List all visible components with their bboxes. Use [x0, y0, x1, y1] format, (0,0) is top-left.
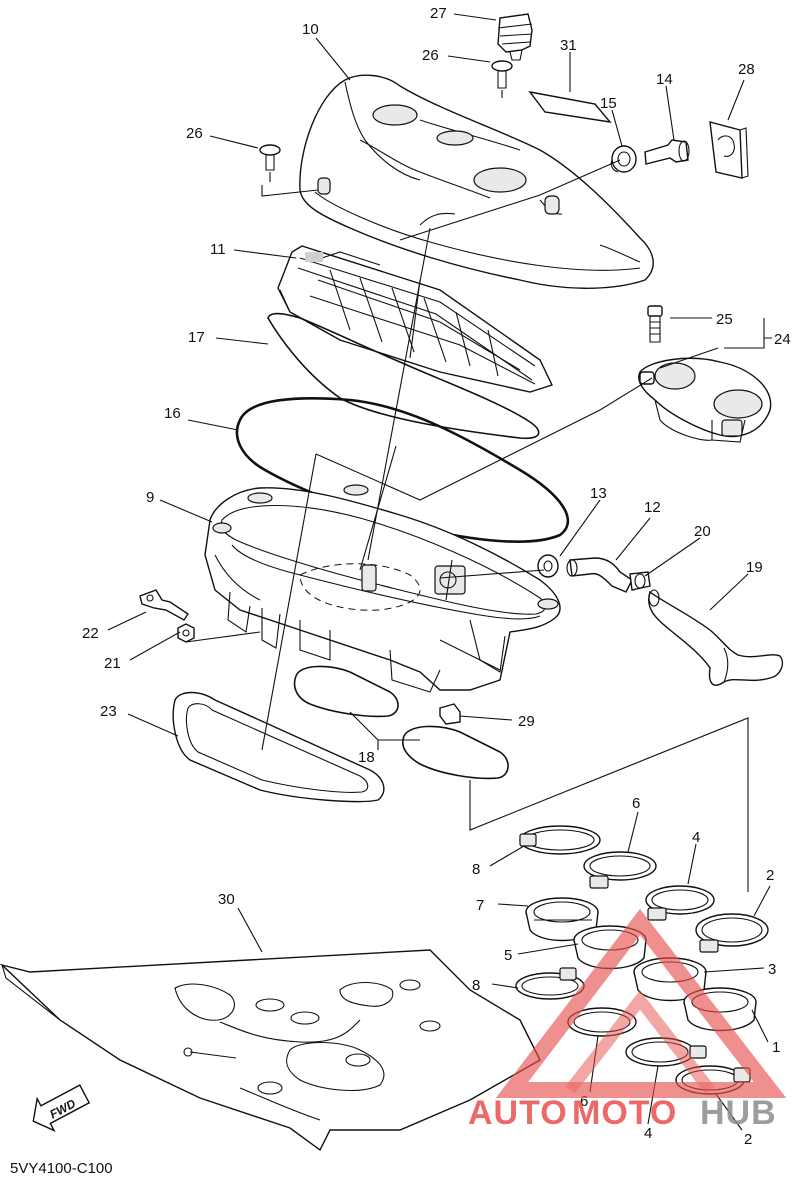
watermark: AUTO MOTO HUB	[468, 908, 787, 1132]
clip-29	[439, 703, 461, 725]
callout-16: 16	[164, 405, 181, 422]
clamp-2-upper	[695, 913, 769, 953]
watermark-text-moto: MOTO	[572, 1094, 677, 1132]
watermark-triangle-icon	[495, 908, 787, 1098]
screw-26-left	[259, 144, 281, 182]
callout-3: 3	[768, 961, 776, 978]
callout-7: 7	[476, 897, 484, 914]
funnel-assembly-24	[638, 357, 772, 443]
callout-24: 24	[774, 331, 791, 348]
watermark-text-hub: HUB	[700, 1094, 777, 1132]
air-box-case	[204, 484, 561, 693]
callout-6-upper: 6	[632, 795, 640, 812]
leader-lines	[107, 13, 772, 1131]
clamp-6-upper	[583, 851, 657, 889]
screw-26-upper	[491, 60, 513, 98]
callout-5: 5	[504, 947, 512, 964]
callout-25: 25	[716, 311, 733, 328]
callout-26-upper: 26	[422, 47, 439, 64]
callout-11: 11	[210, 241, 226, 258]
callout-22: 22	[82, 625, 99, 642]
callout-20: 20	[694, 523, 711, 540]
seal-16	[235, 397, 570, 543]
watermark-text-auto: AUTO	[468, 1094, 568, 1132]
air-box-cover	[299, 74, 654, 289]
callout-14: 14	[656, 71, 673, 88]
callout-27: 27	[430, 5, 447, 22]
callout-2-upper: 2	[766, 867, 774, 884]
callout-19: 19	[746, 559, 763, 576]
clamp-8-lower	[515, 967, 585, 1000]
callout-2-lower: 2	[744, 1131, 752, 1148]
callout-18: 18	[358, 749, 375, 766]
grommet-27	[497, 13, 533, 61]
sticker-31	[528, 90, 612, 123]
grommet-13	[537, 554, 559, 578]
bracket-22	[139, 589, 189, 621]
insulator-sheet-30	[0, 949, 541, 1152]
callout-30: 30	[218, 891, 235, 908]
callout-23: 23	[100, 703, 117, 720]
hose-19	[648, 589, 784, 686]
gasket-17	[267, 312, 540, 440]
clip-20	[629, 571, 651, 591]
callout-4-upper: 4	[692, 829, 700, 846]
nut-21	[177, 623, 195, 643]
callout-9: 9	[146, 489, 154, 506]
diagram-code: 5VY4100-C100	[10, 1160, 113, 1175]
clip-28	[709, 121, 749, 179]
bolt-25	[647, 305, 663, 343]
callouts: 27 10 31 26 15 14 28 26 11 25 24 17 16 9…	[82, 5, 791, 1148]
callout-4-lower: 4	[644, 1125, 652, 1142]
callout-15: 15	[600, 95, 617, 112]
callout-6-lower: 6	[580, 1093, 588, 1110]
callout-12: 12	[644, 499, 661, 516]
duct-23	[172, 691, 385, 803]
callout-8-lower: 8	[472, 977, 480, 994]
callout-13: 13	[590, 485, 607, 502]
callout-17: 17	[188, 329, 205, 346]
hose-12	[566, 557, 633, 593]
callout-21: 21	[104, 655, 121, 672]
fwd-arrow-icon: FWD	[32, 1084, 91, 1132]
clamp-8-upper	[519, 825, 601, 855]
callout-28: 28	[738, 61, 755, 78]
callout-26-left: 26	[186, 125, 203, 142]
grommet-15	[610, 145, 637, 173]
callout-10: 10	[302, 21, 319, 38]
callout-29: 29	[518, 713, 535, 730]
clamp-4-upper	[645, 885, 715, 921]
callout-31: 31	[560, 37, 577, 54]
callout-1: 1	[772, 1039, 780, 1056]
seal-18	[293, 665, 509, 780]
callout-8-upper: 8	[472, 861, 480, 878]
collar-14	[644, 139, 690, 165]
